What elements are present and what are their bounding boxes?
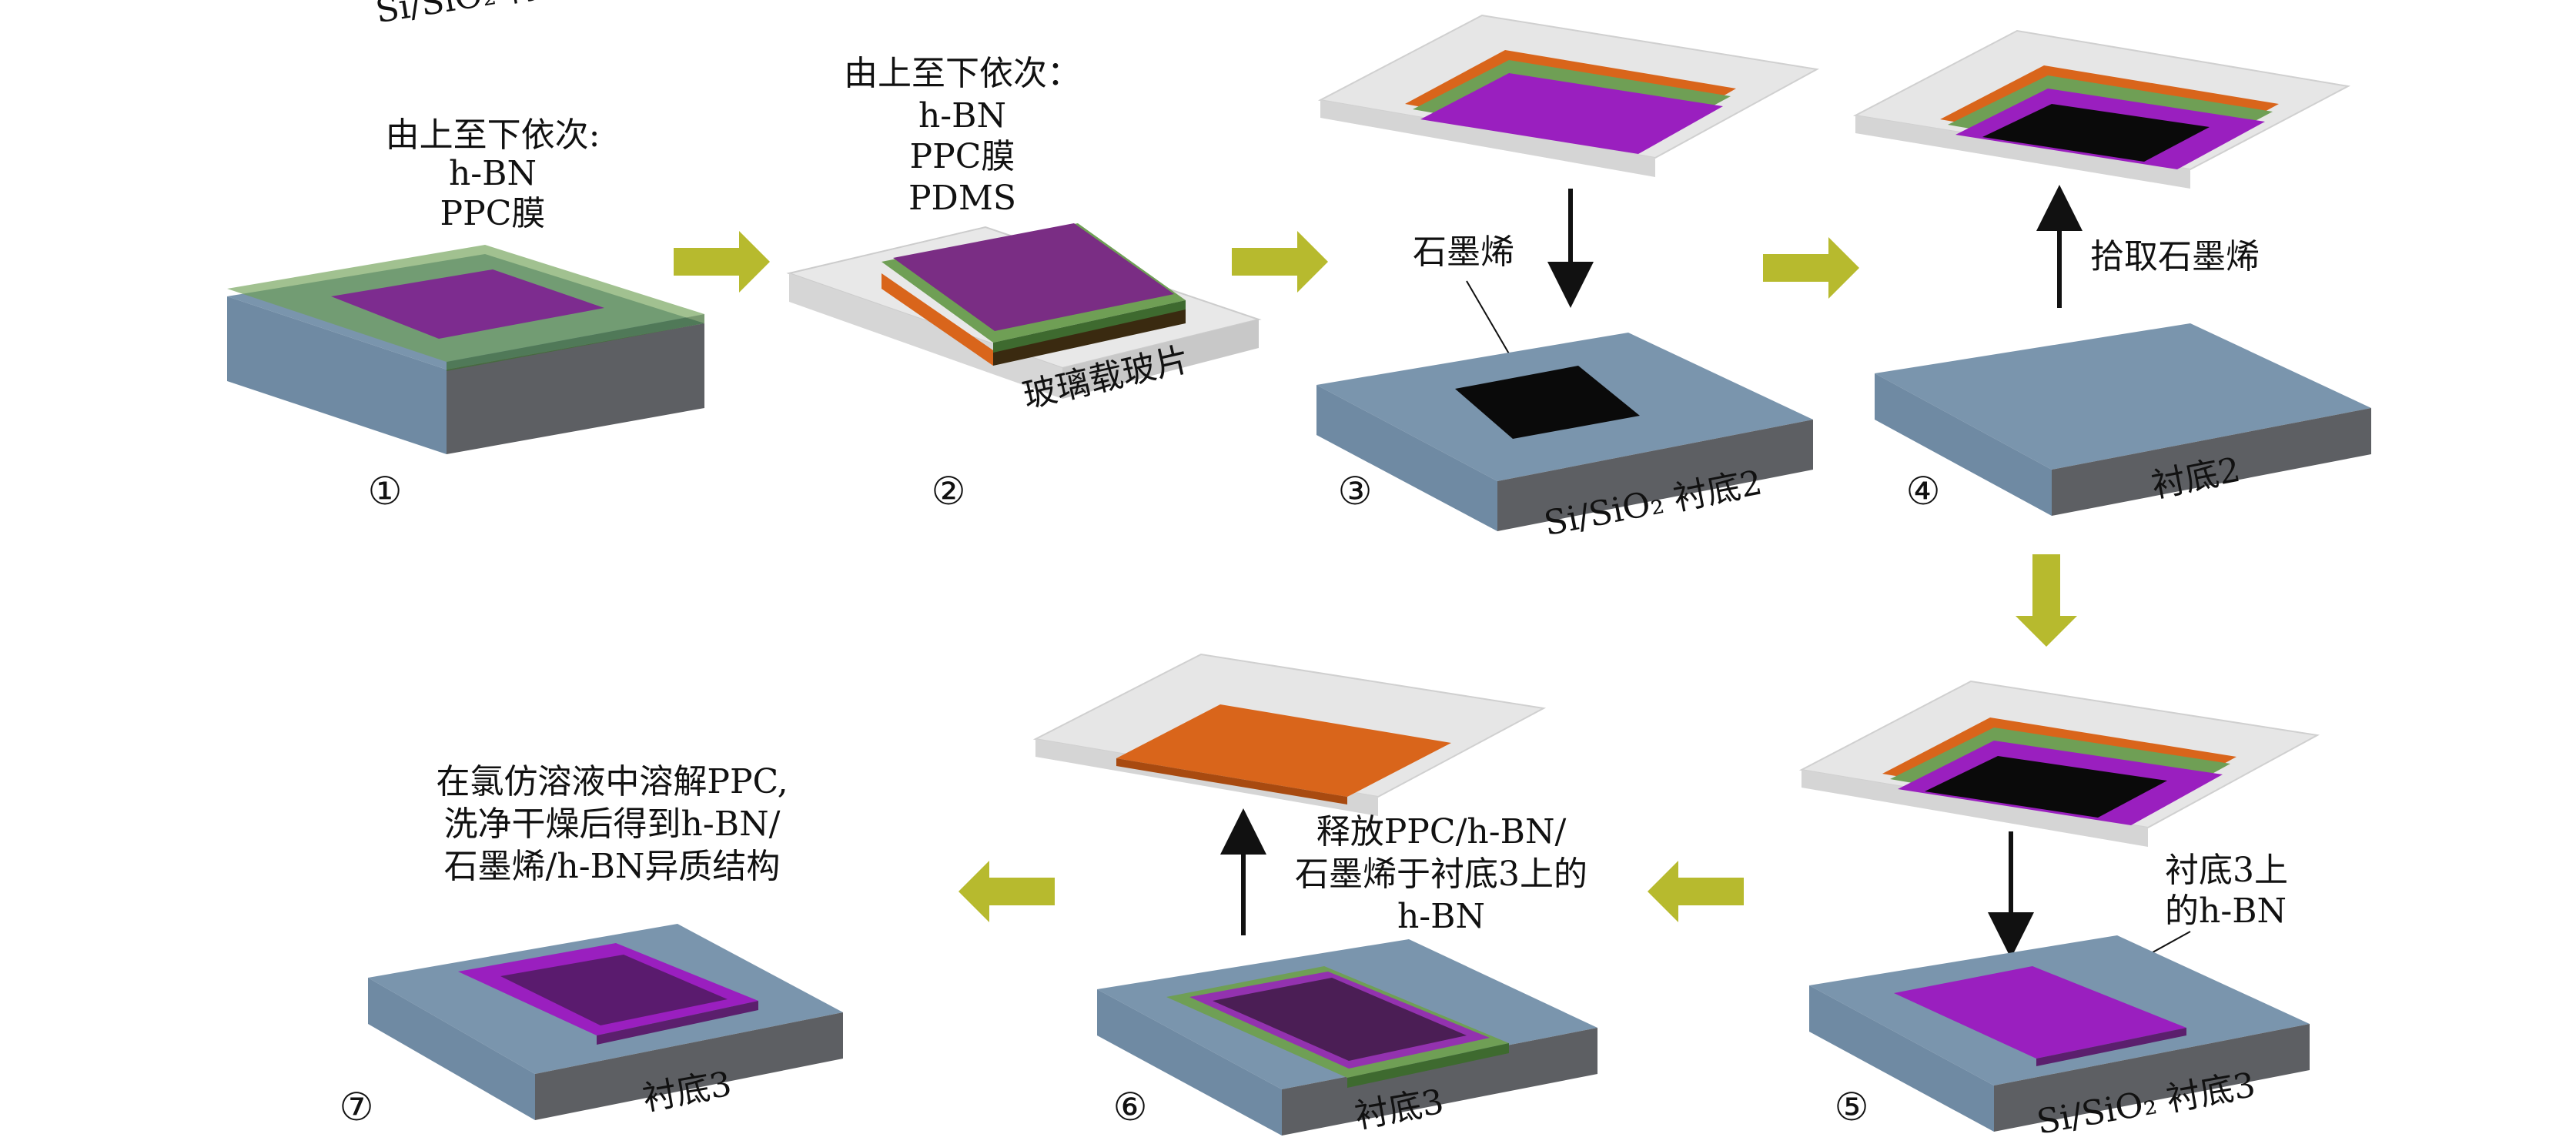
- step-4-number: ④: [1906, 469, 1941, 513]
- step-5-label-2: 的h-BN: [2165, 891, 2287, 931]
- process-arrow-left: [958, 861, 1055, 922]
- ppc-layer-front: [993, 300, 1186, 353]
- step-1-number: ①: [368, 469, 403, 513]
- step-1-title: 由上至下依次:: [386, 115, 601, 155]
- hbn-bottom-layer: [1213, 978, 1467, 1061]
- pickup-label: 拾取石墨烯: [2090, 237, 2260, 276]
- hbn-layer: [893, 223, 1174, 331]
- step-7-label-3: 石墨烯/h-BN异质结构: [444, 847, 781, 886]
- step-5-number: ⑤: [1835, 1085, 1869, 1129]
- stamp-pdms: [1116, 704, 1451, 797]
- step-7-label-1: 在氯仿溶液中溶解PPC,: [436, 762, 788, 801]
- substrate-front-face: [1994, 1024, 2310, 1132]
- step-6-label-3: h-BN: [1397, 897, 1485, 936]
- step-3-number: ③: [1338, 469, 1373, 513]
- ppc-layer-edge: [1347, 1043, 1509, 1088]
- step-4: 拾取石墨烯 衬底2 ④: [1852, 29, 2371, 516]
- stamp-glass-edge: [1320, 100, 1655, 177]
- substrate-front-face: [2052, 408, 2371, 516]
- substrate-front-face: [1497, 420, 1813, 531]
- picked-graphene: [1925, 756, 2167, 818]
- step-1-line-2: PPC膜: [440, 194, 546, 233]
- hbn-bottom-layer: [500, 955, 728, 1025]
- step-2-number: ②: [932, 469, 966, 513]
- step-5: 衬底3上 的h-BN Si/SiO₂ 衬底3 ⑤: [1798, 680, 2320, 1142]
- process-arrow-right: [674, 231, 770, 293]
- stamp-hbn: [1420, 73, 1723, 154]
- graphene-label: 石墨烯: [1413, 232, 1514, 272]
- step-2-line-3: PDMS: [908, 179, 1016, 218]
- step-7: 在氯仿溶液中溶解PPC, 洗净干燥后得到h-BN/ 石墨烯/h-BN异质结构 衬…: [340, 762, 843, 1129]
- step-7-label-2: 洗净干燥后得到h-BN/: [444, 804, 781, 844]
- pdms-left-face: [882, 273, 993, 366]
- step-7-number: ⑦: [340, 1085, 374, 1129]
- substrate-left-face: [368, 978, 535, 1120]
- substrate-front-face: [535, 1012, 843, 1120]
- substrate-front-face: [447, 323, 704, 454]
- process-arrow-down: [2016, 554, 2077, 647]
- substrate-front-face: [1282, 1028, 1597, 1136]
- step-3: 石墨烯 Si/SiO₂ 衬底2 ③: [1316, 14, 1820, 544]
- substrate-left-face: [227, 296, 447, 454]
- step-2: 由上至下依次： h-BN PPC膜 PDMS 玻璃载玻片 ②: [786, 54, 1262, 513]
- process-arrow-right: [1232, 231, 1328, 293]
- substrate-1-label: Si/SiO₂ 衬底1: [373, 0, 597, 31]
- glass-slide-front-face: [1062, 319, 1259, 399]
- hbn-top-edge: [597, 1001, 758, 1045]
- substrate-left-face: [1097, 989, 1282, 1136]
- step-2-line-2: PPC膜: [910, 137, 1015, 176]
- substrate-top: [1875, 323, 2371, 470]
- step-5-label-1: 衬底3上: [2165, 851, 2288, 890]
- step-2-line-1: h-BN: [918, 96, 1006, 135]
- step-6-number: ⑥: [1113, 1085, 1148, 1129]
- step-6-label-1: 释放PPC/h-BN/: [1316, 812, 1567, 851]
- step-1: 由上至下依次: h-BN PPC膜 Si/SiO₂ 衬底1 ①: [227, 0, 704, 513]
- stamp-glass-edge: [1802, 770, 2148, 847]
- hbn-flake: [331, 269, 604, 339]
- process-arrow-left: [1648, 861, 1744, 922]
- hbn-flake-edge: [2036, 1028, 2186, 1066]
- process-arrow-right: [1763, 237, 1859, 299]
- stamp-pdms-edge: [1116, 758, 1347, 804]
- step-2-title: 由上至下依次：: [844, 54, 1081, 93]
- picked-graphene: [1982, 104, 2210, 162]
- pdms-front-face: [993, 308, 1186, 366]
- step-6-label-2: 石墨烯于衬底3上的: [1295, 855, 1587, 894]
- substrate-left-face: [1316, 385, 1497, 531]
- step-6: 释放PPC/h-BN/ 石墨烯于衬底3上的 h-BN 衬底3 ⑥: [1032, 653, 1597, 1136]
- graphene-flake: [1455, 366, 1640, 439]
- stamp-glass-edge: [1855, 115, 2190, 189]
- step-1-line-1: h-BN: [449, 154, 537, 193]
- hbn-flake: [1894, 966, 2186, 1059]
- glass-slide-left-face: [789, 273, 1062, 399]
- substrate-left-face: [1809, 985, 1994, 1132]
- substrate-left-face: [1875, 373, 2052, 516]
- ppc-film-edge: [447, 314, 704, 371]
